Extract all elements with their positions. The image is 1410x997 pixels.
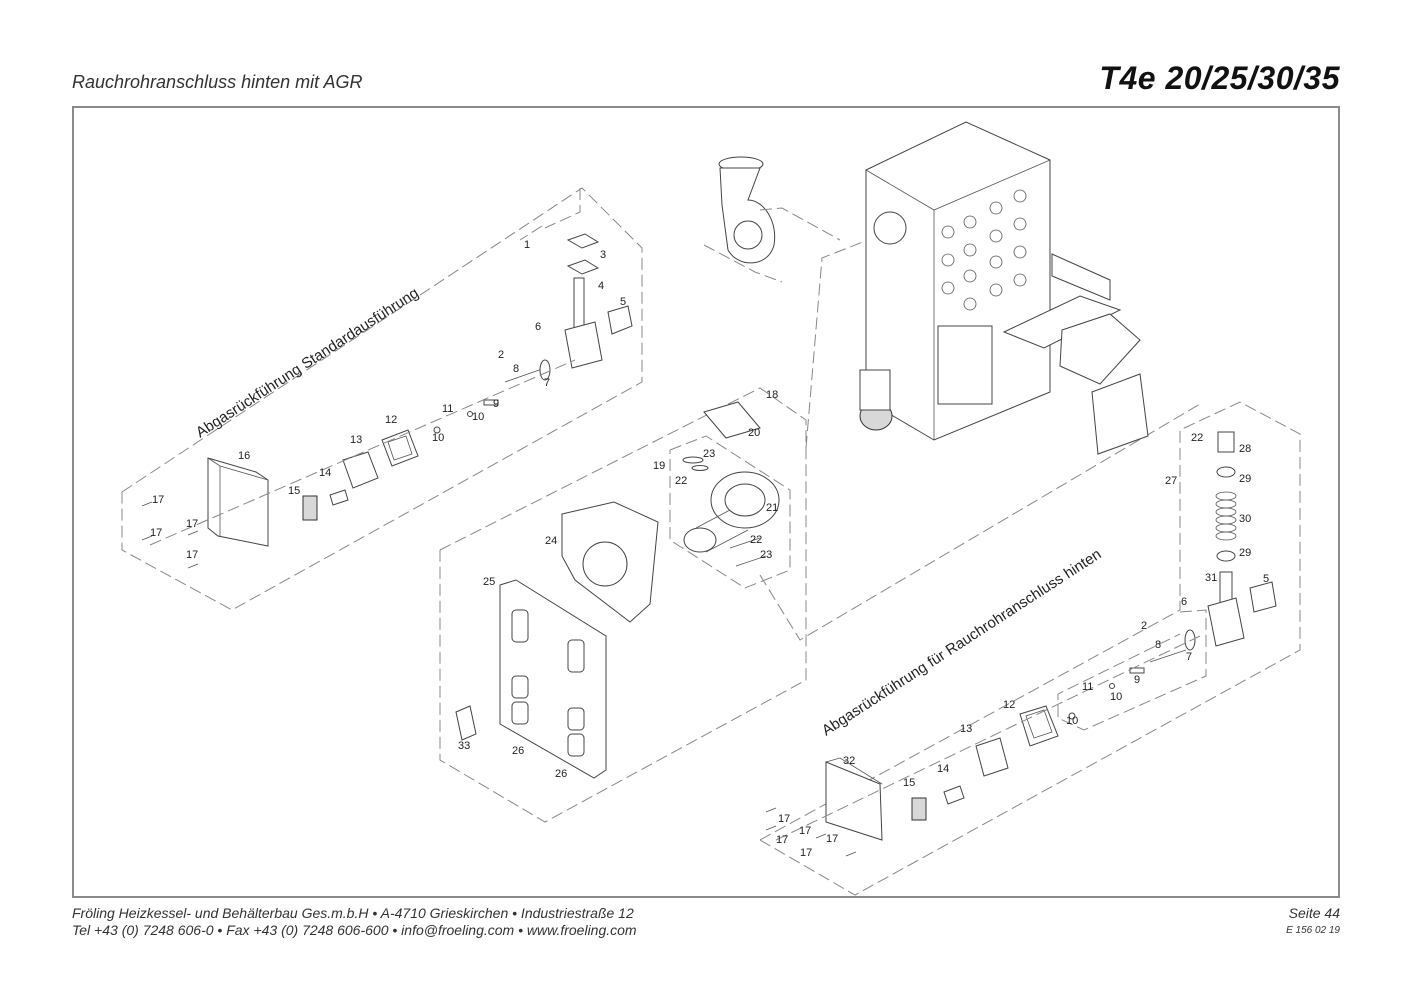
group-rear-outline <box>759 401 1301 896</box>
part-label: 5 <box>620 296 626 308</box>
part-label: 17 <box>826 833 838 845</box>
part-label: 17 <box>152 494 164 506</box>
group-rear-title: Abgasrückführung für Rauchrohranschluss … <box>819 546 1104 740</box>
part-label: 11 <box>442 403 453 415</box>
part-label: 17 <box>150 527 162 539</box>
part-label: 17 <box>799 825 811 837</box>
part-label: 20 <box>748 427 760 439</box>
part-label: 6 <box>1181 596 1187 608</box>
part-label: 32 <box>843 755 855 767</box>
part-label: 23 <box>703 448 715 460</box>
part-label: 12 <box>385 414 397 426</box>
part-label: 15 <box>288 485 300 497</box>
part-label: 9 <box>493 398 499 410</box>
part-label: 18 <box>766 389 778 401</box>
footer-company-address: Fröling Heizkessel- und Behälterbau Ges.… <box>72 905 634 921</box>
part-label: 23 <box>760 549 772 561</box>
group-center-outline <box>439 239 1201 823</box>
center-group-parts <box>455 401 780 779</box>
right-group-parts <box>765 431 1277 857</box>
footer-page-number: Seite 44 <box>1288 905 1340 921</box>
fan-housing <box>703 156 841 283</box>
boiler-unit <box>859 121 1149 455</box>
part-label: 22 <box>675 475 687 487</box>
part-label: 30 <box>1239 513 1251 525</box>
part-label: 13 <box>350 434 362 446</box>
part-label: 22 <box>1191 432 1203 444</box>
group-standard-outline <box>121 187 643 611</box>
part-label: 11 <box>1082 681 1093 693</box>
part-label: 2 <box>1141 620 1147 632</box>
page-title: T4e 20/25/30/35 <box>1099 60 1340 96</box>
part-label: 21 <box>766 502 778 514</box>
part-label: 1 <box>524 239 530 251</box>
part-label: 8 <box>513 363 519 375</box>
part-label: 15 <box>903 777 915 789</box>
part-label: 10 <box>432 432 444 444</box>
part-label: 6 <box>535 321 541 333</box>
part-label: 2 <box>498 349 504 361</box>
part-label: 4 <box>598 280 604 292</box>
part-label: 22 <box>750 534 762 546</box>
part-label: 10 <box>472 411 484 423</box>
part-label: 17 <box>186 518 198 530</box>
footer-contact: Tel +43 (0) 7248 606-0 • Fax +43 (0) 724… <box>72 922 637 938</box>
footer-document-code: E 156 02 19 <box>1286 925 1340 936</box>
part-label: 10 <box>1066 715 1078 727</box>
part-label: 12 <box>1003 699 1015 711</box>
part-label: 9 <box>1134 674 1140 686</box>
part-label: 26 <box>512 745 524 757</box>
part-label: 14 <box>319 467 331 479</box>
part-label: 29 <box>1239 473 1251 485</box>
part-label: 28 <box>1239 443 1251 455</box>
part-label: 10 <box>1110 691 1122 703</box>
part-label: 17 <box>800 847 812 859</box>
part-label: 16 <box>238 450 250 462</box>
diagram-frame <box>72 106 1340 898</box>
part-label: 5 <box>1263 573 1269 585</box>
part-label: 17 <box>186 549 198 561</box>
part-label: 3 <box>600 249 606 261</box>
left-group-parts <box>141 233 633 569</box>
part-label: 29 <box>1239 547 1251 559</box>
page-subtitle: Rauchrohranschluss hinten mit AGR <box>72 72 363 92</box>
part-label: 17 <box>778 813 790 825</box>
part-label: 33 <box>458 740 470 752</box>
part-label: 27 <box>1165 475 1177 487</box>
part-label: 13 <box>960 723 972 735</box>
part-label: 26 <box>555 768 567 780</box>
part-label: 7 <box>544 377 550 389</box>
part-label: 24 <box>545 535 557 547</box>
part-label: 19 <box>653 460 665 472</box>
part-label: 8 <box>1155 639 1161 651</box>
part-label: 14 <box>937 763 949 775</box>
part-label: 17 <box>776 834 788 846</box>
part-label: 25 <box>483 576 495 588</box>
part-label: 7 <box>1186 651 1192 663</box>
part-label: 31 <box>1205 572 1217 584</box>
